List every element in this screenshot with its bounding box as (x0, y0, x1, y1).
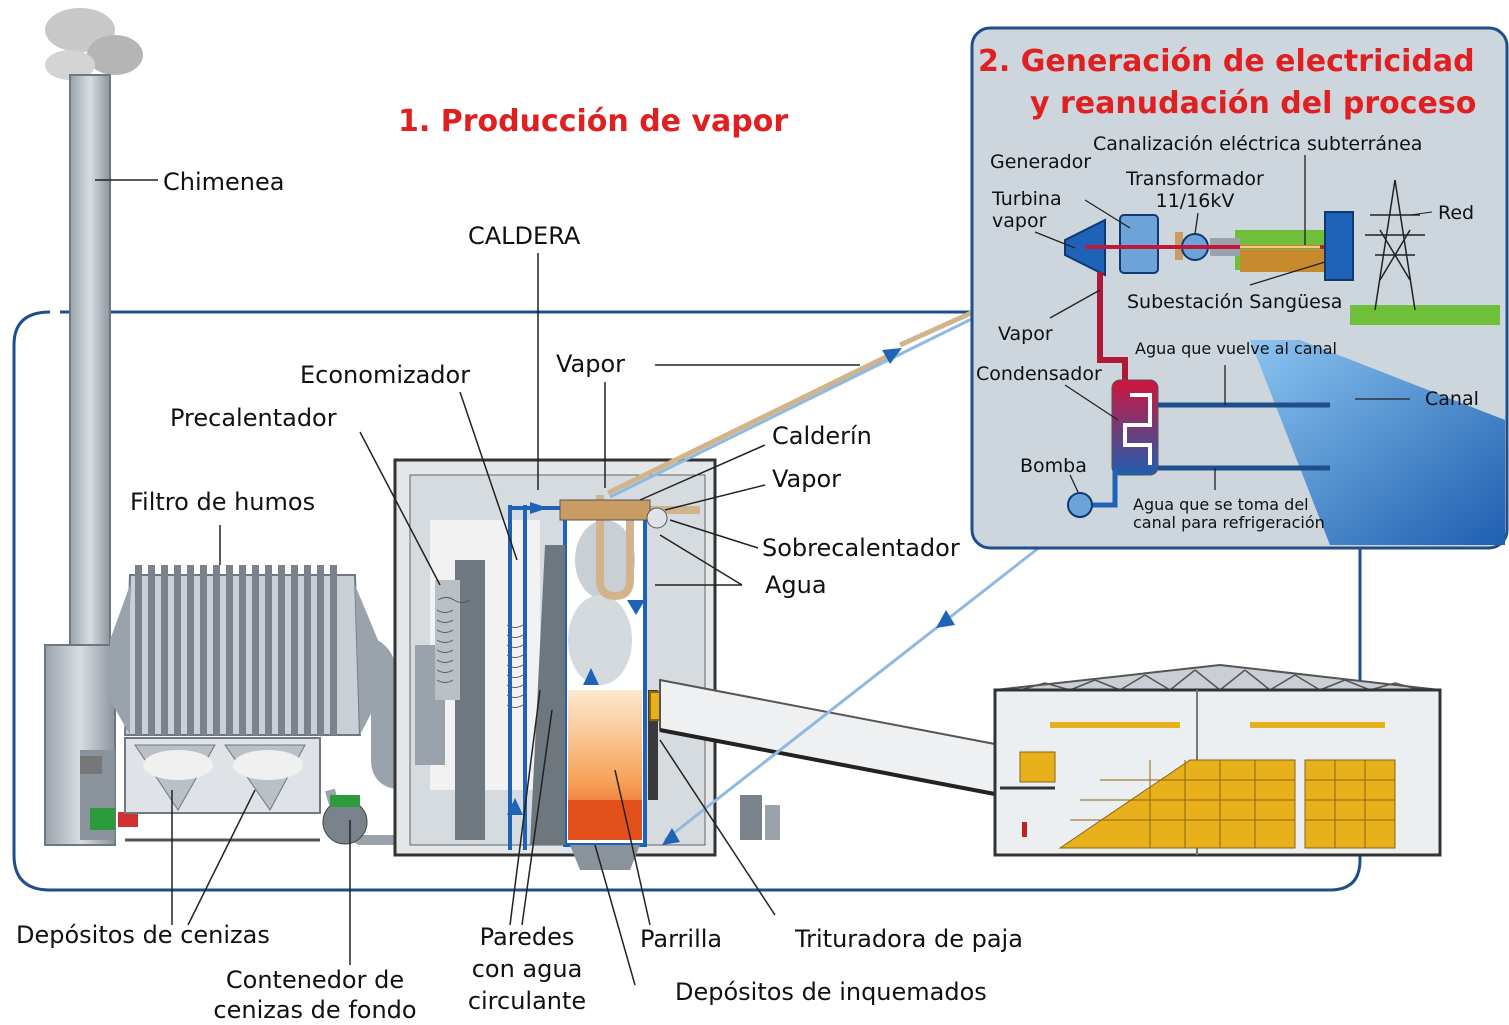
label-turbina-line2: vapor (992, 210, 1047, 232)
label-agua: Agua (765, 571, 827, 599)
label-transformador-line2: 11/16kV (1155, 190, 1235, 212)
steam-production-title: 1. Producción de vapor (398, 104, 789, 139)
label-trituradora: Trituradora de paja (795, 925, 1023, 953)
label-vapor-inset: Vapor (998, 323, 1053, 345)
label-subestacion: Subestación Sangüesa (1127, 291, 1343, 313)
label-transformador: Transformador 11/16kV (1110, 168, 1280, 212)
label-red: Red (1438, 202, 1475, 224)
label-bomba: Bomba (1020, 455, 1087, 477)
boiler-building (393, 458, 780, 870)
label-depositos-cenizas: Depósitos de cenizas (16, 921, 270, 949)
flow-arrow-icon (882, 348, 902, 364)
label-paredes-line1: Paredes (479, 923, 575, 951)
pump-icon (1067, 492, 1093, 518)
label-parrilla: Parrilla (640, 925, 723, 953)
label-paredes-line3: circulante (467, 987, 587, 1015)
flow-arrow-icon (662, 828, 680, 845)
label-contenedor-line2: cenizas de fondo (213, 996, 417, 1024)
label-agua-toma-line2: canal para refrigeración (1133, 513, 1325, 532)
leader-lines (171, 253, 860, 986)
label-generador: Generador (990, 151, 1092, 173)
label-paredes-line2: con agua (471, 955, 583, 983)
label-sobrecalentador: Sobrecalentador (762, 534, 960, 562)
condenser-icon (1111, 379, 1159, 476)
label-vapor-drum: Vapor (772, 465, 842, 493)
label-canal: Canal (1425, 388, 1479, 410)
generation-title-line2: y reanudación del proceso (1030, 86, 1477, 121)
substation-icon (1324, 211, 1354, 281)
label-vapor-main: Vapor (556, 350, 626, 378)
label-canalizacion: Canalización eléctrica subterránea (1093, 133, 1423, 155)
label-agua-vuelve: Agua que vuelve al canal (1135, 339, 1337, 358)
label-inquemados: Depósitos de inquemados (675, 978, 987, 1006)
straw-warehouse (993, 663, 1442, 857)
label-filtro-humos: Filtro de humos (130, 488, 316, 516)
flow-arrow-icon (936, 610, 955, 628)
generation-inset (970, 26, 1509, 550)
generation-title-line1: 2. Generación de electricidad (978, 44, 1475, 79)
smoke-filter (110, 565, 378, 842)
label-agua-toma: Agua que se toma del canal para refriger… (1133, 496, 1325, 532)
label-turbina-line1: Turbina (992, 188, 1062, 210)
smoke-icon (45, 8, 143, 80)
chimney (69, 74, 111, 676)
plant-outline (12, 310, 1362, 892)
label-transformador-line1: Transformador (1126, 168, 1264, 190)
label-caldera: CALDERA (468, 222, 581, 250)
label-condensador: Condensador (976, 363, 1102, 385)
label-calderin: Calderín (772, 422, 872, 450)
label-chimenea: Chimenea (163, 168, 285, 196)
label-agua-toma-line1: Agua que se toma del (1133, 495, 1309, 514)
label-precalentador: Precalentador (170, 404, 337, 432)
label-economizador: Economizador (300, 361, 471, 389)
label-contenedor: Contenedor de cenizas de fondo (195, 965, 435, 1025)
generator-icon (1119, 214, 1159, 274)
label-contenedor-line1: Contenedor de (225, 966, 405, 994)
label-paredes: Paredes con agua circulante (462, 921, 592, 1017)
label-turbina: Turbina vapor (992, 188, 1062, 232)
